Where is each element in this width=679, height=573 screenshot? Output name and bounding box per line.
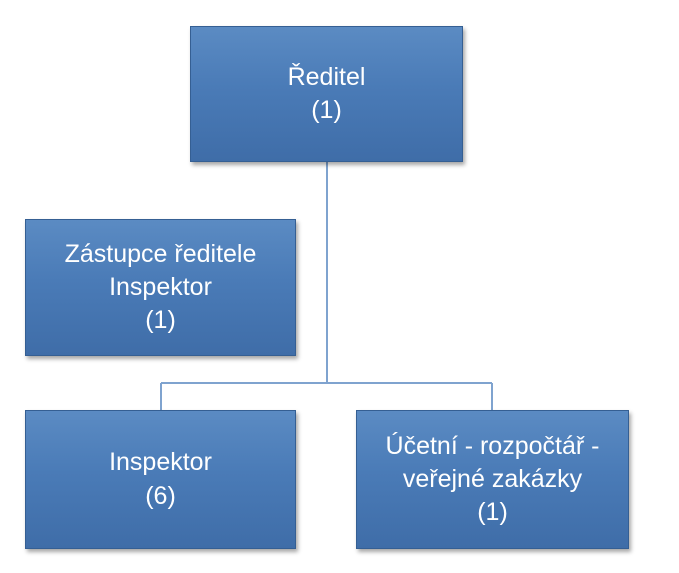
director-count: (1) [311, 96, 342, 124]
deputy-count: (1) [145, 306, 176, 335]
accountant-box: Účetní - rozpočtář - veřejné zakázky (1) [356, 410, 629, 549]
accountant-count: (1) [477, 498, 508, 527]
director-title: Ředitel [287, 62, 366, 91]
deputy-title-line1: Zástupce ředitele [64, 239, 257, 268]
inspector-count: (6) [145, 481, 176, 510]
inspector-box: Inspektor (6) [25, 410, 296, 549]
deputy-director-box: Zástupce ředitele Inspektor (1) [25, 219, 296, 356]
accountant-title-line2: veřejné zakázky [402, 464, 583, 493]
deputy-title-line2: Inspektor [109, 272, 212, 301]
accountant-title-line1: Účetní - rozpočtář - [385, 431, 600, 460]
inspector-title: Inspektor [109, 448, 212, 477]
director-box: Ředitel (1) [190, 26, 463, 162]
